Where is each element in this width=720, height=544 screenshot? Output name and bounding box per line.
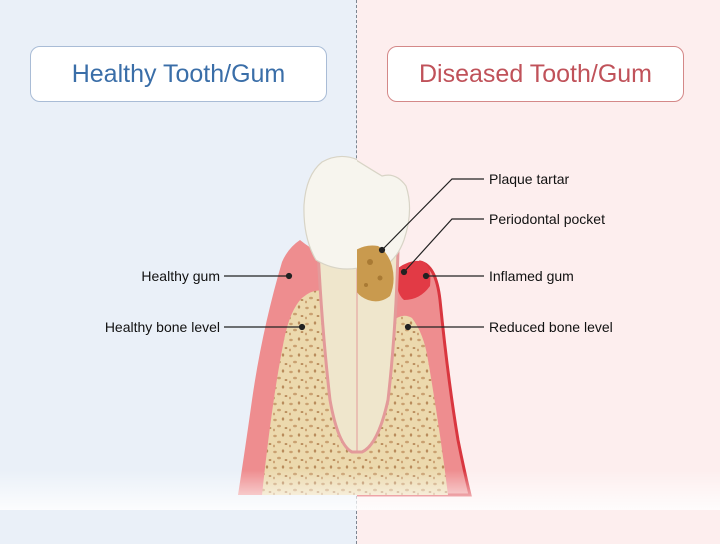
leader-lines: [224, 178, 484, 331]
leader-periodontal-pocket: [403, 218, 484, 273]
plaque-tartar-deposit: [357, 245, 394, 302]
label-inflamed-gum: Inflamed gum: [489, 268, 574, 284]
healthy-title: Healthy Tooth/Gum: [30, 46, 327, 102]
leader-plaque-tartar: [381, 178, 484, 251]
diseased-root: [357, 248, 400, 454]
diseased-title: Diseased Tooth/Gum: [387, 46, 684, 102]
healthy-crown: [303, 155, 357, 270]
diseased-half: [357, 159, 720, 510]
label-plaque-tartar: Plaque tartar: [489, 171, 570, 187]
diseased-crown: [357, 159, 411, 269]
label-healthy-bone-level: Healthy bone level: [104, 319, 220, 335]
label-reduced-bone-level: Reduced bone level: [489, 319, 613, 335]
healthy-root: [316, 248, 357, 454]
label-periodontal-pocket: Periodontal pocket: [489, 211, 605, 227]
label-healthy-gum: Healthy gum: [141, 268, 220, 284]
healthy-half: [0, 155, 357, 510]
